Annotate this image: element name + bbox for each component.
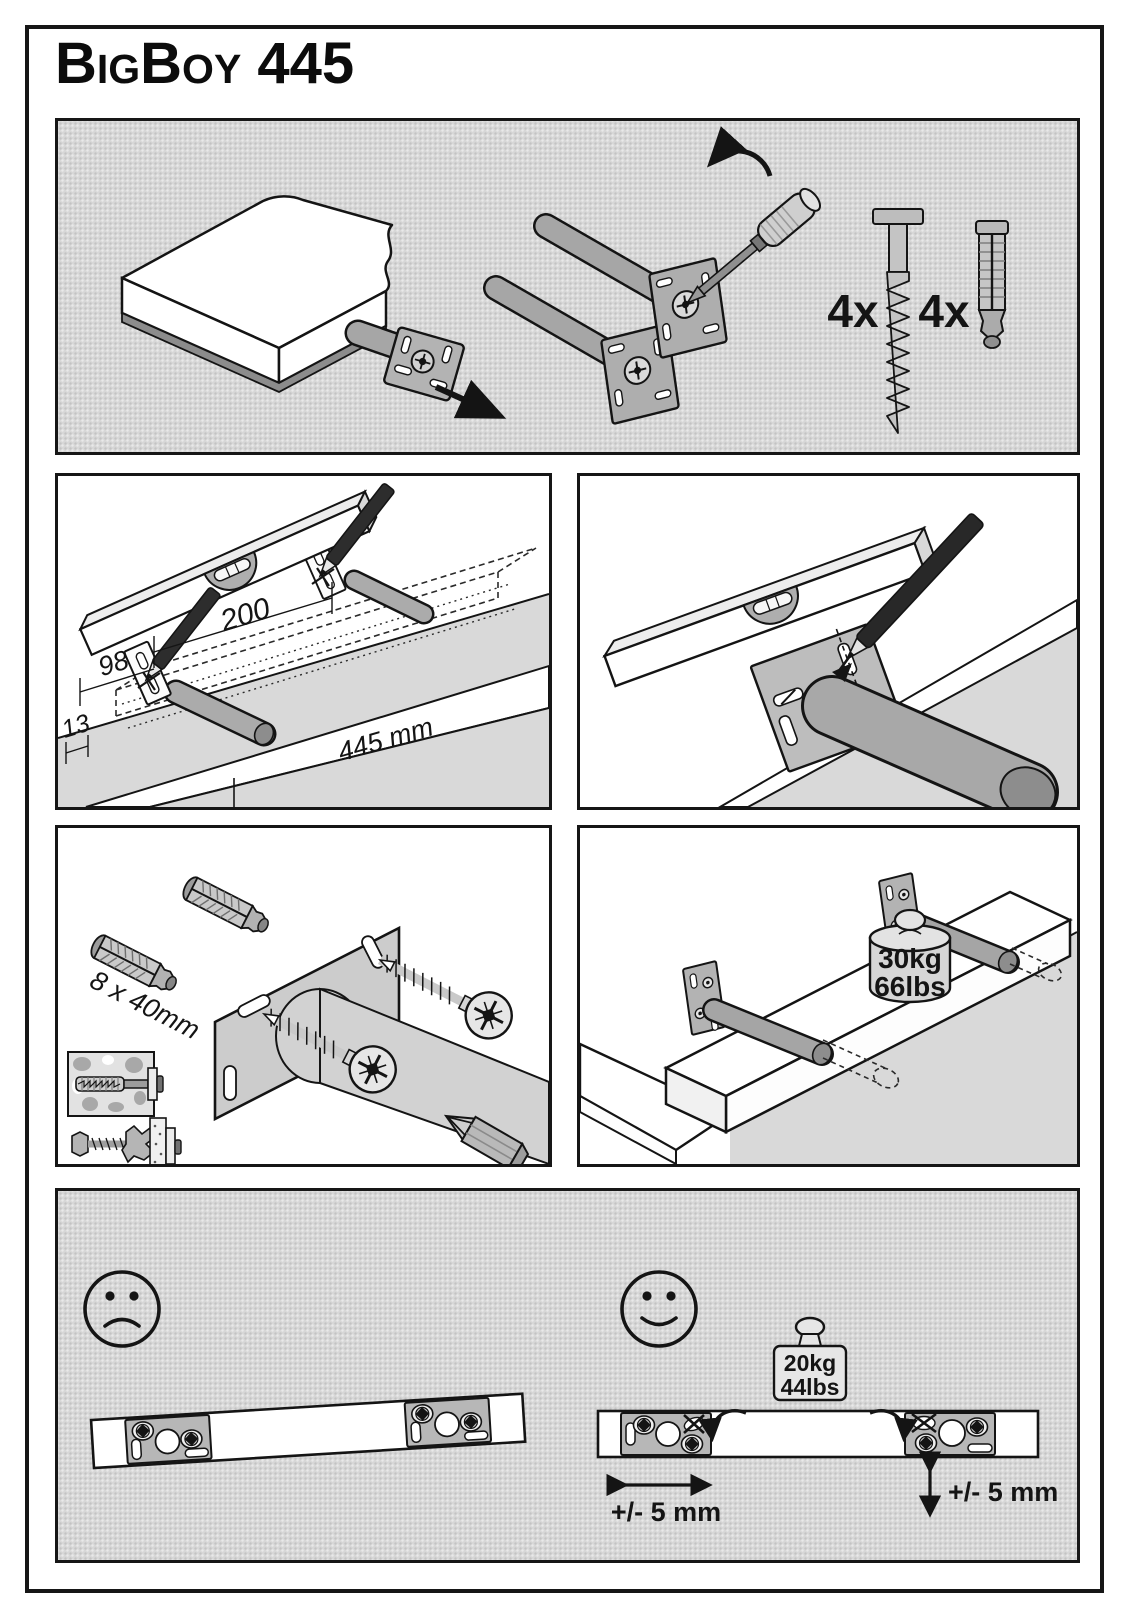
pencil-mark [137, 671, 161, 691]
spirit-level-icon [602, 525, 936, 688]
test-weight-icon: 20kg 44lbs [772, 1316, 848, 1402]
adjustment-illustration: 20kg 44lbs [83, 1270, 1058, 1527]
screwdriver-icon [685, 187, 822, 305]
weight-icon: 30kg 66lbs [868, 908, 952, 1004]
dimension-label-hole-spacing: 200 [216, 592, 275, 639]
test-weight-kg-label: 20kg [784, 1350, 836, 1376]
pencil-icon [318, 483, 395, 578]
happy-face-icon [620, 1270, 698, 1348]
shelf-mounting-illustration: 30kg 66lbs [580, 872, 1077, 1164]
load-capacity-lbs-label: 66lbs [874, 971, 946, 1002]
level-rail-illustration [596, 1409, 1040, 1459]
bracket-plate-icon [383, 326, 465, 402]
wall-plug-icon [975, 220, 1009, 349]
solid-wall-inset [67, 1051, 164, 1117]
panel-wall-marking [577, 473, 1080, 810]
rotate-adjust-arrow-icon [698, 1409, 747, 1443]
driver-bit-icon [443, 1114, 530, 1164]
pencil-icon [144, 587, 221, 682]
horizontal-adjust-label: +/- 5 mm [611, 1497, 721, 1527]
hollow-wall-inset [71, 1117, 182, 1164]
mark-arrow-icon [832, 663, 852, 682]
fixings-kit: 4x 4x [827, 208, 1009, 434]
bracket-plate-icon [648, 257, 728, 359]
mounting-rod-icon [163, 569, 435, 747]
plugs-count-label: 4x [918, 285, 970, 337]
vertical-adjust-label: +/- 5 mm [948, 1477, 1058, 1507]
spirit-level-icon [78, 489, 378, 657]
sad-face-icon [83, 1270, 161, 1348]
remove-direction-arrow-icon [434, 379, 507, 419]
bracket-screwing-illustration [213, 925, 549, 1164]
pencil-mark [311, 567, 335, 587]
measuring-illustration: 200 98 13 445 mm [58, 483, 549, 807]
shelf-board-illustration [120, 195, 507, 419]
panel-parts-overview: 4x 4x [55, 118, 1080, 455]
panel-drilling-fixing: 8 x 40mm [55, 825, 552, 1167]
load-capacity-kg-label: 30kg [878, 943, 942, 974]
pencil-icon [845, 513, 984, 661]
fixing-illustration: 8 x 40mm [67, 873, 549, 1164]
page-title: BigBoy 445 [55, 31, 355, 96]
dimension-lines [65, 582, 333, 764]
panel-adjustment: 20kg 44lbs [55, 1188, 1080, 1563]
rotate-arrow-icon [706, 126, 773, 177]
rotate-adjust-arrow-icon [869, 1409, 918, 1443]
wall-marking-illustration [602, 513, 1077, 807]
mounting-rod-icon [801, 675, 1059, 807]
panel-measuring: 200 98 13 445 mm [55, 473, 552, 810]
panel-shelf-mounting: 30kg 66lbs [577, 825, 1080, 1167]
test-weight-lbs-label: 44lbs [781, 1374, 840, 1400]
screw-icon [872, 208, 924, 434]
parts-overview-illustration: 4x 4x [120, 126, 1009, 434]
crooked-rail-illustration [89, 1392, 527, 1470]
wall-plug-icon [178, 873, 274, 940]
plate-slots [223, 935, 385, 1101]
screws-count-label: 4x [827, 285, 879, 337]
rail-brackets-illustration [483, 126, 822, 425]
